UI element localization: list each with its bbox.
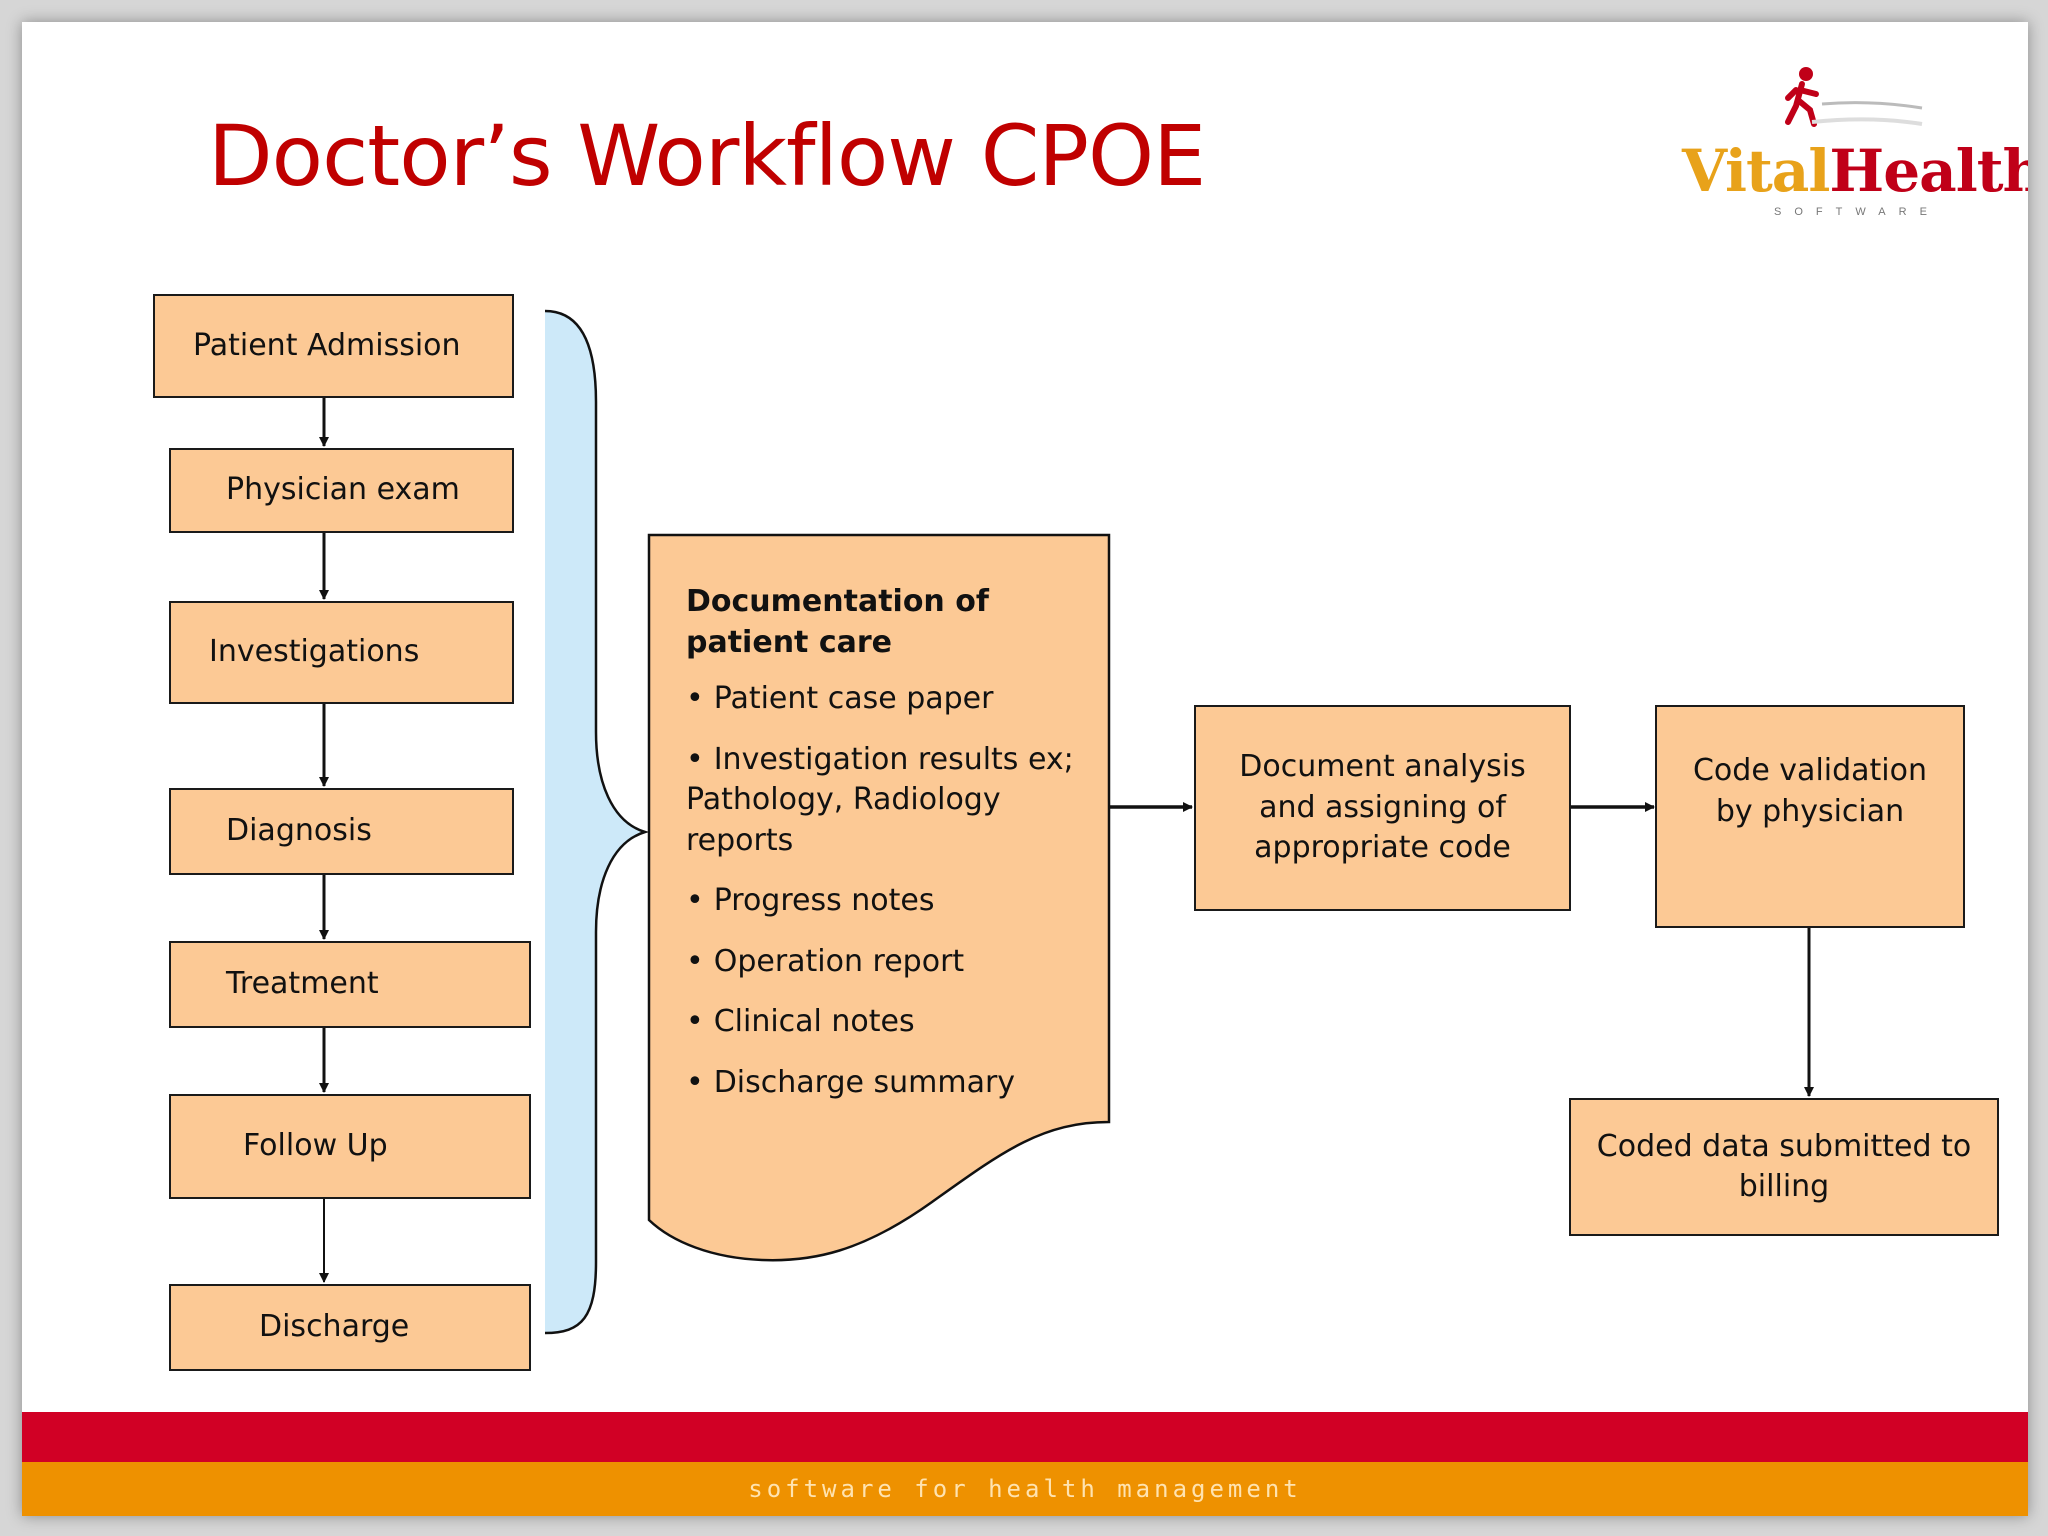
step-label: Diagnosis [226,813,372,849]
documentation-item: •Clinical notes [686,1004,915,1039]
logo-word-vital: Vital [1682,137,1830,205]
step-diagnosis: Diagnosis [169,788,514,875]
diagram-connectors [319,309,1814,1335]
validation-line: Code validation [1692,753,1928,788]
step-physician-exam: Physician exam [169,448,514,533]
documentation-item: •Operation report [686,943,965,979]
documentation-item: •Patient case paper [686,681,994,716]
step-label: Investigations [209,634,420,670]
vitalhealth-logo: VitalHealth SOFTWARE [1682,64,2028,234]
code-validation-box: Code validation by physician [1655,705,1965,928]
logo-word-health: Health [1829,137,2028,205]
validation-line: by physician [1715,793,1905,829]
analysis-line: and assigning of [1259,789,1506,825]
step-discharge: Discharge [169,1284,531,1371]
analysis-line: Document analysis [1239,749,1526,785]
logo-wordmark: VitalHealth [1682,142,2028,200]
analysis-line: appropriate code [1254,830,1511,866]
billing-line: Coded data submitted to [1596,1128,1972,1164]
footer-red-band [22,1412,2028,1462]
step-label: Treatment [226,966,379,1002]
runner-icon [1785,67,1923,127]
step-label: Patient Admission [193,327,461,363]
step-follow-up: Follow Up [169,1094,531,1199]
logo-subtitle: SOFTWARE [1774,206,1940,218]
step-investigations: Investigations [169,601,514,704]
documentation-item: •Discharge summary [686,1064,1016,1100]
slide: Doctor’s Workflow CPOE VitalHealth SOFTW… [22,22,2028,1516]
step-label: Physician exam [226,472,460,508]
documentation-item: •Investigation results ex; Pathology, Ra… [686,741,1074,858]
step-label: Discharge [259,1309,410,1345]
billing-line: billing [1738,1169,1830,1204]
step-patient-admission: Patient Admission [153,294,514,398]
documentation-shape [647,533,1111,1262]
documentation-heading: Documentation of patient care [686,582,1086,663]
step-label: Follow Up [243,1128,388,1164]
documentation-heading-line1: Documentation of [686,584,989,619]
slide-title: Doctor’s Workflow CPOE [208,107,1206,205]
documentation-text: Documentation of patient care •Patient c… [686,582,1086,1123]
step-treatment: Treatment [169,941,531,1028]
document-analysis-box: Document analysis and assigning of appro… [1194,705,1571,911]
footer-tagline: software for health management [748,1475,1302,1503]
footer-orange-band: software for health management [22,1462,2028,1516]
documentation-item: •Progress notes [686,883,935,918]
documentation-heading-line2: patient care [686,624,893,660]
curly-brace [545,311,645,1333]
billing-box: Coded data submitted to billing [1569,1098,1999,1236]
